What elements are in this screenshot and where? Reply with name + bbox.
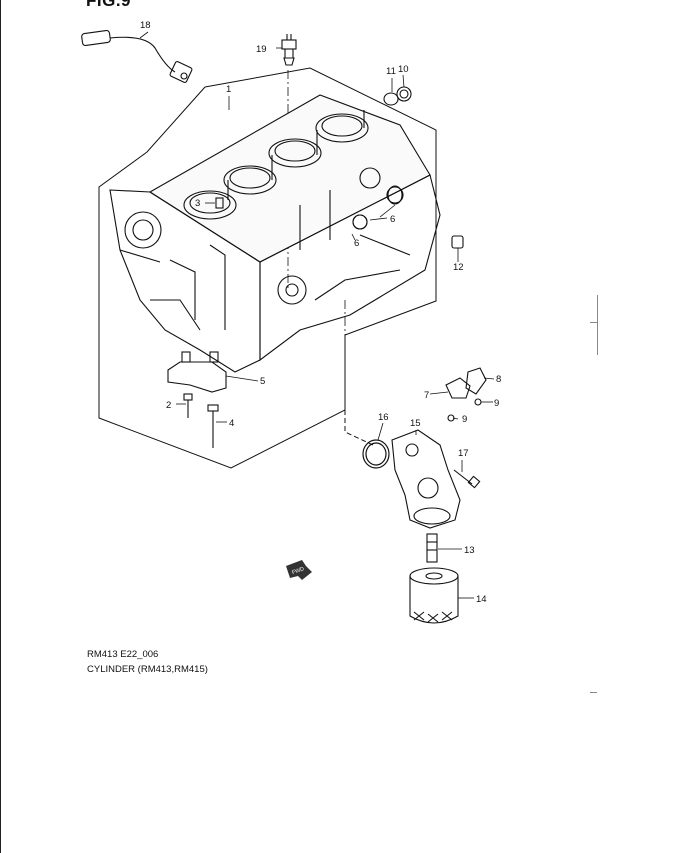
callouts: 1 2 3 4 5 6 6 7 8 9 9 10 11 12 13 14 15 … [140,20,501,605]
callout-2: 2 [166,400,171,411]
oil-group-leader [344,410,374,446]
oil-filter-14 [409,567,459,624]
callout-12: 12 [453,262,464,273]
filter-stand-15 [391,429,461,529]
callout-6b: 6 [354,238,359,249]
oring-16 [362,439,390,469]
plug-3 [215,197,224,209]
callout-9a: 9 [494,398,499,409]
callout-5: 5 [260,376,265,387]
bolt-4 [207,404,219,448]
stud-13 [426,533,438,563]
scan-mark-vertical [597,295,598,355]
svg-text:FWD: FWD [291,566,305,576]
callout-15: 15 [410,418,421,429]
plug-10-gasket-11 [383,86,412,106]
figure-label: FIG.9 [86,0,132,10]
bolt-17 [453,469,481,489]
pressure-switch-19 [281,34,297,66]
callout-13: 13 [464,545,475,556]
bolt-2 [183,393,193,418]
callout-7: 7 [424,390,429,401]
gaskets-6 [352,185,403,230]
callout-17: 17 [458,448,469,459]
callout-9b: 9 [462,414,467,425]
callout-11: 11 [386,66,396,77]
leader-lines [139,31,495,599]
callout-3: 3 [195,198,200,209]
bracket-5 [167,351,227,393]
callout-10: 10 [398,64,409,75]
callout-6a: 6 [390,214,395,225]
callout-19: 19 [256,44,267,55]
fwd-arrow-icon: FWD [286,560,312,580]
dowel-12 [451,235,464,249]
cylinder-block [109,94,441,373]
callout-4: 4 [229,418,234,429]
sensor-harness-18 [81,29,193,83]
scan-mark-tick [590,322,598,323]
callout-8: 8 [496,374,501,385]
callout-18: 18 [140,20,151,31]
callout-14: 14 [476,594,487,605]
callout-1: 1 [226,84,231,95]
diagram-title: CYLINDER (RM413,RM415) [87,664,208,675]
callout-16: 16 [378,412,389,423]
page-left-border [0,0,1,853]
diagram-code: RM413 E22_006 [87,649,159,660]
scan-mark-dash [590,692,597,693]
